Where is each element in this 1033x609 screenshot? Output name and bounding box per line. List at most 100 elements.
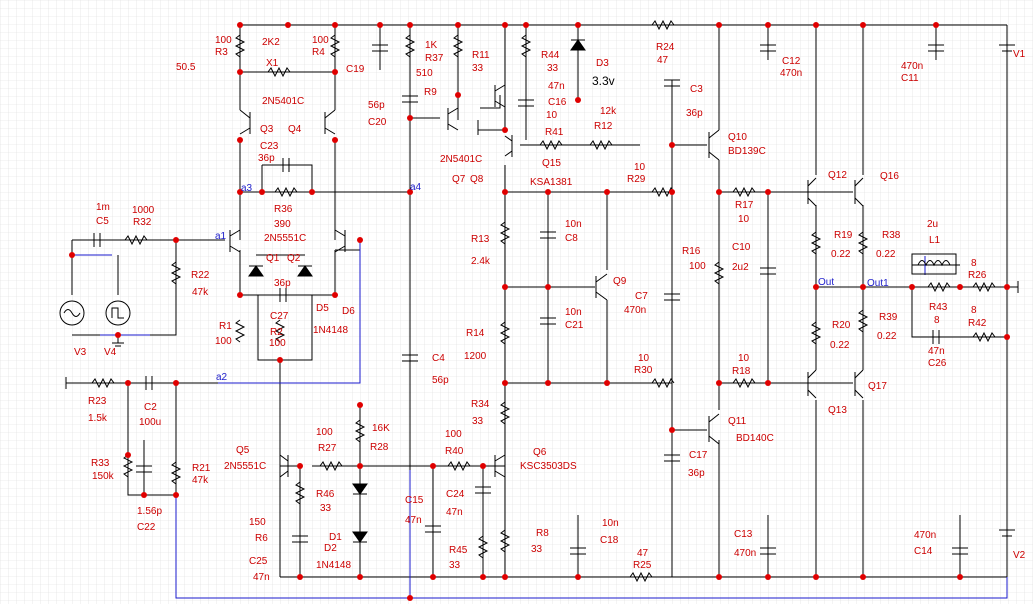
label-c16-v2: 10 [546,110,558,121]
capacitor-c19 [372,44,388,52]
label-r33: R33 [91,458,110,469]
label-r23: R23 [88,396,107,407]
transistor-q7 [447,107,459,131]
label-r29-val: 10 [634,162,646,173]
label-q1q2-part: 2N5551C [264,233,306,244]
transistor-q17 [854,369,864,399]
label-r45-val: 33 [449,560,461,571]
label-q6: Q6 [533,447,547,458]
resistor-r25 [629,571,653,583]
label-r33-val: 150k [92,471,115,482]
label-c10-val: 2u2 [732,262,749,273]
label-r40-val: 100 [445,429,462,440]
capacitor-c27 [279,288,287,302]
label-c23-val: 36p [258,153,275,164]
capacitor-c16 [518,99,534,107]
label-r13-val: 2.4k [471,256,491,267]
label-r44: R44 [541,50,560,61]
label-c24-val: 47n [446,507,463,518]
label-r8-val: 33 [531,544,543,555]
label-c15: C15 [405,495,424,506]
label-r11-val: 33 [472,63,484,74]
capacitor-c10 [760,267,776,275]
label-d12-part: 1N4148 [316,560,351,571]
transistor-q9 [595,273,608,301]
label-d3: D3 [596,58,609,69]
resistor-r23 [91,377,115,389]
inductor-l1-box [911,253,957,275]
label-r3: R3 [215,47,228,58]
label-r18-val: 10 [738,353,750,364]
label-r38-val: 0.22 [876,249,896,260]
label-trim-val: 50.5 [176,62,196,73]
label-r4-val: 100 [312,35,329,46]
label-q5-part: 2N5551C [224,461,266,472]
label-r23-val: 1.5k [88,413,108,424]
transistor-q2 [334,229,346,253]
resistor-r38 [857,231,869,255]
label-r28-val: 16K [372,423,390,434]
label-r12-val: 12k [600,106,617,117]
label-r26-val: 8 [971,258,977,269]
label-q13: Q13 [828,405,847,416]
label-r28: R28 [370,442,389,453]
label-q3q4-part: 2N5401C [262,96,304,107]
label-d6: D6 [342,306,355,317]
label-r46-val: 33 [320,503,332,514]
label-net-a4: a4 [410,182,422,193]
label-c20: C20 [368,117,387,128]
label-r32: R32 [133,217,152,228]
label-c27: C27 [270,311,289,322]
label-c26: C26 [928,358,947,369]
label-q10-part: BD139C [728,146,766,157]
source-v4 [105,300,131,326]
label-r39: R39 [879,312,898,323]
label-d56-part: 1N4148 [313,325,348,336]
capacitor-c11 [928,44,944,52]
transistor-q8 [494,84,506,108]
label-c3-val: 36p [686,108,703,119]
label-c17: C17 [689,450,708,461]
resistor-r29 [651,186,675,198]
junction-dots [69,22,1010,601]
label-c8-val: 10n [565,219,582,230]
components [59,19,1019,583]
label-r36-val: 390 [274,219,291,230]
diode-d6 [297,265,313,277]
capacitor-c24 [475,486,491,494]
label-c7-val: 470n [624,305,646,316]
label-r9: R9 [424,87,437,98]
resistor-r8 [499,529,511,553]
label-c-56p: 56p [368,100,385,111]
label-r17-val: 10 [738,214,750,225]
label-q1: Q1 [266,253,280,264]
capacitor-c4 [402,354,418,362]
resistor-r40 [447,460,471,472]
capacitor-c2 [145,376,153,390]
label-r21-val: 47k [192,475,209,486]
label-q11-part: BD140C [736,433,774,444]
label-q16: Q16 [880,171,899,182]
resistor-r11 [452,34,464,58]
label-c22-val: 1.56p [137,506,162,517]
label-c21: C21 [565,320,584,331]
label-net-a1: a1 [215,231,227,242]
capacitor-c8 [540,231,556,239]
capacitor-c15 [425,525,441,533]
transistor-q12 [807,177,817,207]
label-r37-val: 510 [416,68,433,79]
label-r24: R24 [656,42,675,53]
capacitor-c20 [402,95,418,103]
label-r36: R36 [274,204,293,215]
label-r2-val: 100 [269,338,286,349]
label-c25-val: 47n [253,572,270,583]
label-r13: R13 [471,234,490,245]
resistor-r45 [477,535,489,559]
diode-d5 [248,265,264,277]
label-r11: R11 [472,50,490,61]
label-q4: Q4 [288,124,302,135]
transistor-q3 [239,109,251,135]
label-q11: Q11 [728,416,747,427]
capacitor-c7 [664,293,680,301]
label-c18: C18 [600,535,619,546]
